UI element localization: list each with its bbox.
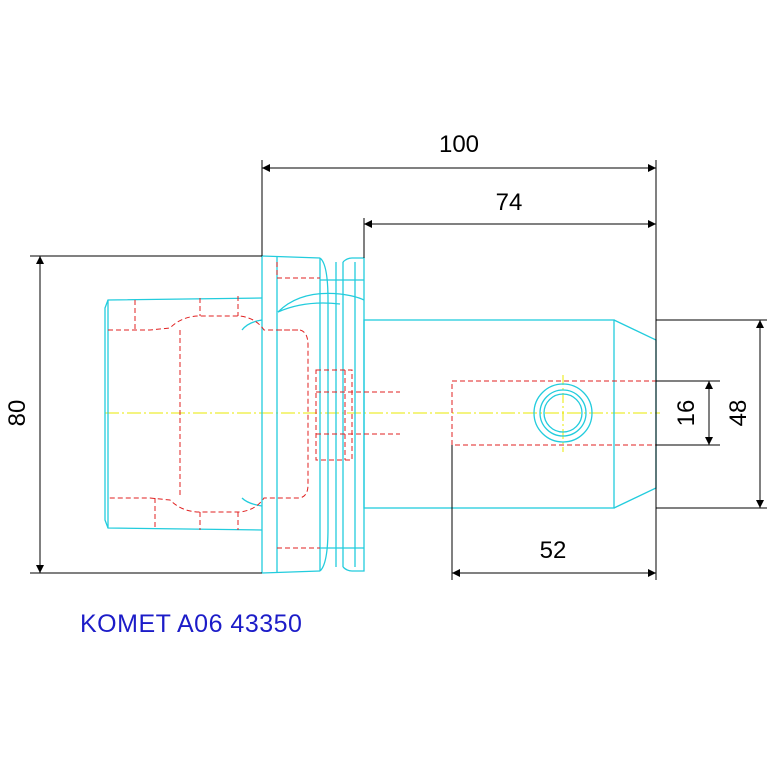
- part-number-caption: KOMET A06 43350: [80, 610, 303, 638]
- dim-bore-diameter: 16: [673, 400, 700, 427]
- dim-flange-diameter: 80: [4, 400, 31, 427]
- dim-overall-length: 100: [439, 131, 479, 158]
- dim-bore-depth: 52: [540, 537, 567, 564]
- extension-lines: [30, 160, 767, 580]
- dim-shank-diameter: 48: [725, 400, 752, 427]
- hidden-lines: [108, 262, 657, 549]
- dim-shank-length: 74: [496, 189, 523, 216]
- tool-holder-outline: [104, 255, 657, 574]
- dimension-lines: [36, 164, 764, 577]
